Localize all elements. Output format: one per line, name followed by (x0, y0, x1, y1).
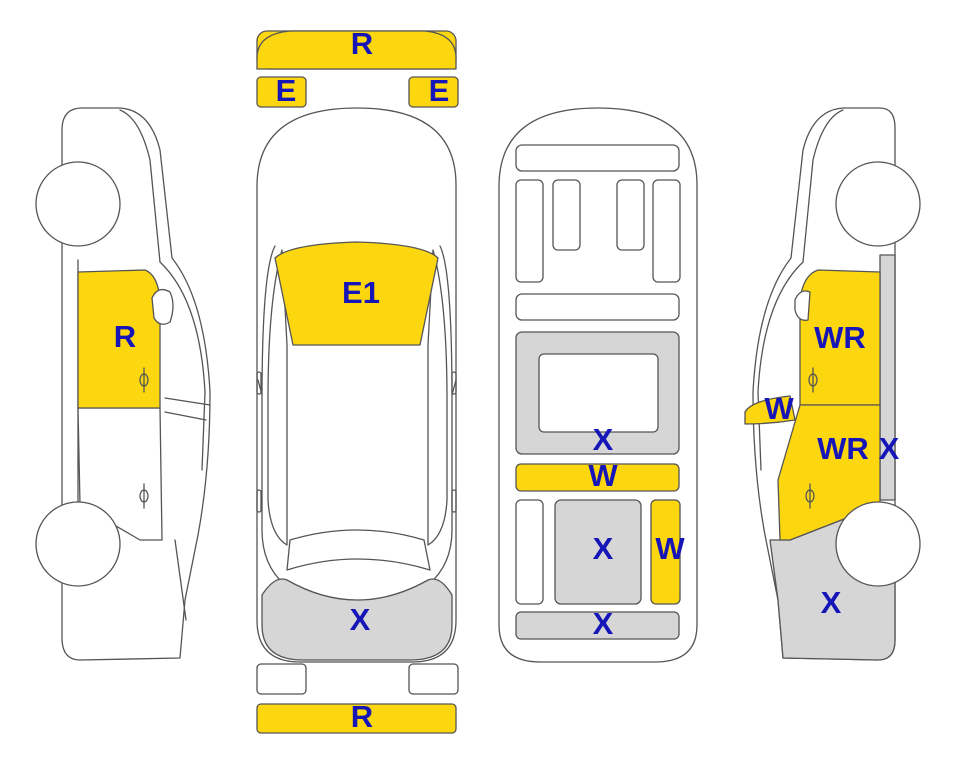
label-trunk: X (350, 602, 371, 637)
trunk (261, 578, 453, 661)
left-front-wheel (35, 161, 121, 247)
top-left-pillar (261, 245, 286, 586)
label-front-bumper: R (351, 26, 373, 61)
right-rear-door (777, 404, 881, 541)
floor-left-strip (515, 499, 544, 605)
label-hood: E1 (342, 275, 380, 310)
right-front-door (799, 269, 881, 406)
floor-center (554, 499, 642, 605)
label-floor-side-strip: W (655, 531, 685, 566)
left-roof-line (119, 109, 161, 263)
label-floor-back-panel: X (593, 606, 614, 641)
right-front-handle (808, 367, 818, 393)
top-left-window (267, 249, 288, 546)
right-vent (794, 290, 811, 321)
left-front-door (77, 269, 161, 409)
left-mirror (151, 288, 174, 325)
underbody-view (498, 107, 698, 663)
right-roof-line (802, 109, 844, 263)
label-right-quarter-panel: X (821, 585, 842, 620)
floor-rear-panel-window (538, 353, 659, 433)
taillight-right (408, 663, 459, 695)
headlight-left (256, 76, 307, 108)
label-right-rear-door: WR (817, 431, 869, 466)
underbody-left-rail (515, 179, 544, 283)
rear-bumper (256, 703, 457, 734)
label-right-front-door: WR (814, 320, 866, 355)
top-right-window (427, 249, 448, 546)
rear-window (286, 529, 431, 571)
left-window-line-2 (164, 411, 207, 421)
underbody-front-bar (515, 144, 680, 172)
floor-back-panel (515, 611, 680, 640)
front-bumper-arc (256, 30, 457, 70)
top-view (256, 30, 459, 734)
underbody-mid-bar (515, 293, 680, 321)
label-rear-bumper: R (351, 699, 373, 734)
top-right-mirror-line (451, 371, 457, 395)
right-rear-wheel (835, 501, 921, 587)
left-bottom-sill (174, 539, 187, 621)
top-left-handle (256, 489, 262, 513)
right-a-pillar (757, 261, 804, 471)
right-front-wheel (835, 161, 921, 247)
floor-side-strip (650, 499, 681, 605)
top-left-mirror-line (256, 371, 262, 395)
label-floor-center: X (593, 531, 614, 566)
right-mirror (744, 395, 796, 425)
taillight-left (256, 663, 307, 695)
headlight-right (408, 76, 459, 108)
label-floor-rear-panel: X (593, 422, 614, 457)
left-a-pillar (159, 261, 206, 471)
label-right-sill: X (879, 431, 900, 466)
right-side-view (744, 107, 921, 661)
underbody-inner-left (552, 179, 581, 251)
left-rear-handle (139, 483, 149, 509)
underbody-right-rail (652, 179, 681, 283)
left-window-line (164, 397, 211, 406)
label-floor-crossmember: W (588, 458, 618, 493)
right-rear-handle (805, 483, 815, 509)
underbody-inner-right (616, 179, 645, 251)
label-headlight-left: E (276, 73, 297, 108)
hood (274, 241, 439, 346)
left-side-view (35, 107, 211, 661)
label-headlight-right: E (429, 73, 450, 108)
label-right-mirror: W (764, 391, 794, 426)
left-rear-wheel (35, 501, 121, 587)
label-left-front-door: R (114, 319, 136, 354)
floor-crossmember (515, 463, 680, 492)
top-right-handle (451, 489, 457, 513)
left-front-handle (139, 367, 149, 393)
